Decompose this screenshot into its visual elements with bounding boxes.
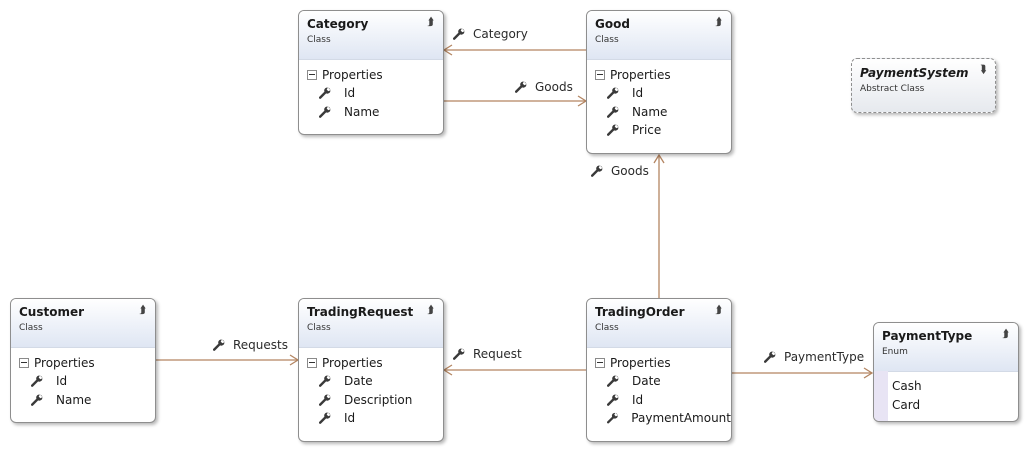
wrench-icon [591,165,603,177]
class-box-payment-system[interactable]: PaymentSystem Abstract Class ⮯ [851,58,996,113]
class-box-category[interactable]: Category Class ⮭ Properties Id Name [298,10,444,135]
wrench-icon [319,87,331,99]
class-name: TradingOrder [595,305,685,319]
class-header: Customer Class ⮭ [11,299,155,348]
assoc-label-paymenttype[interactable]: PaymentType [764,350,864,364]
wrench-icon [31,394,43,406]
chevron-down-icon[interactable]: ⮯ [979,63,987,76]
property-row[interactable]: Description [299,391,443,410]
class-kind: Class [595,323,619,333]
wrench-icon [453,28,465,40]
order-goods-arrow [653,153,665,164]
class-header: Good Class ⮭ [587,11,731,60]
chevron-up-icon[interactable]: ⮭ [427,303,435,316]
property-row[interactable]: Id [299,84,443,103]
wrench-icon [764,351,776,363]
property-row[interactable]: Id [587,391,731,410]
enum-box-payment-type[interactable]: PaymentType Enum ⮭ Cash Card [873,322,1019,422]
wrench-icon [319,106,331,118]
minus-box-icon[interactable] [19,357,29,368]
properties-section[interactable]: Properties [587,353,731,372]
properties-section[interactable]: Properties [299,65,443,84]
enum-name: PaymentType [882,329,973,343]
class-box-trading-order[interactable]: TradingOrder Class ⮭ Properties Date Id … [586,298,732,442]
enum-header: PaymentType Enum ⮭ [874,323,1018,372]
class-name: TradingRequest [307,305,414,319]
good-category-arrow [442,44,453,56]
property-row[interactable]: Name [299,103,443,122]
class-header: Category Class ⮭ [299,11,443,60]
class-kind: Class [307,35,331,45]
wrench-icon [319,375,331,387]
assoc-label-requests[interactable]: Requests [213,338,288,352]
class-name: PaymentSystem [860,66,969,80]
chevron-up-icon[interactable]: ⮭ [139,303,147,316]
wrench-icon [607,106,619,118]
properties-section[interactable]: Properties [299,353,443,372]
property-row[interactable]: PaymentAmount [587,409,731,428]
minus-box-icon[interactable] [595,357,605,368]
property-row[interactable]: Id [299,409,443,428]
assoc-label-goods[interactable]: Goods [515,80,573,94]
chevron-up-icon[interactable]: ⮭ [1002,327,1010,340]
enum-stripe [874,371,888,421]
class-kind: Abstract Class [860,84,925,94]
chevron-up-icon[interactable]: ⮭ [427,15,435,28]
class-box-good[interactable]: Good Class ⮭ Properties Id Name Price [586,10,732,154]
assoc-label-request[interactable]: Request [453,347,522,361]
customer-requests-arrow [289,354,300,366]
property-row[interactable]: Id [11,372,155,391]
category-goods-arrow [577,95,588,107]
enum-value[interactable]: Cash [892,379,922,394]
property-row[interactable]: Name [587,103,731,122]
class-kind: Class [595,35,619,45]
class-name: Customer [19,305,85,319]
enum-value[interactable]: Card [892,397,921,412]
property-row[interactable]: Price [587,121,731,140]
class-header: TradingRequest Class ⮭ [299,299,443,348]
wrench-icon [607,412,618,424]
minus-box-icon[interactable] [307,357,317,368]
property-row[interactable]: Date [299,372,443,391]
property-row[interactable]: Id [587,84,731,103]
wrench-icon [319,394,331,406]
class-kind: Class [307,323,331,333]
assoc-label-category[interactable]: Category [453,27,528,41]
properties-section[interactable]: Properties [11,353,155,372]
class-box-trading-request[interactable]: TradingRequest Class ⮭ Properties Date D… [298,298,444,442]
wrench-icon [31,375,43,387]
enum-values: Cash Card [874,371,1018,421]
minus-box-icon[interactable] [595,69,605,80]
wrench-icon [319,412,331,424]
wrench-icon [607,375,619,387]
order-request-arrow [442,364,453,376]
class-header: TradingOrder Class ⮭ [587,299,731,348]
wrench-icon [607,124,619,136]
chevron-up-icon[interactable]: ⮭ [715,15,723,28]
property-row[interactable]: Date [587,372,731,391]
order-paymenttype-arrow [863,367,874,379]
class-kind: Class [19,323,43,333]
class-box-customer[interactable]: Customer Class ⮭ Properties Id Name [10,298,156,423]
class-name: Good [595,17,630,31]
assoc-label-order-goods[interactable]: Goods [591,164,649,178]
wrench-icon [607,87,619,99]
enum-kind: Enum [882,347,908,357]
minus-box-icon[interactable] [307,69,317,80]
chevron-up-icon[interactable]: ⮭ [715,303,723,316]
wrench-icon [515,81,527,93]
class-name: Category [307,17,369,31]
wrench-icon [453,348,465,360]
property-row[interactable]: Name [11,391,155,410]
properties-section[interactable]: Properties [587,65,731,84]
wrench-icon [213,339,225,351]
wrench-icon [607,394,619,406]
